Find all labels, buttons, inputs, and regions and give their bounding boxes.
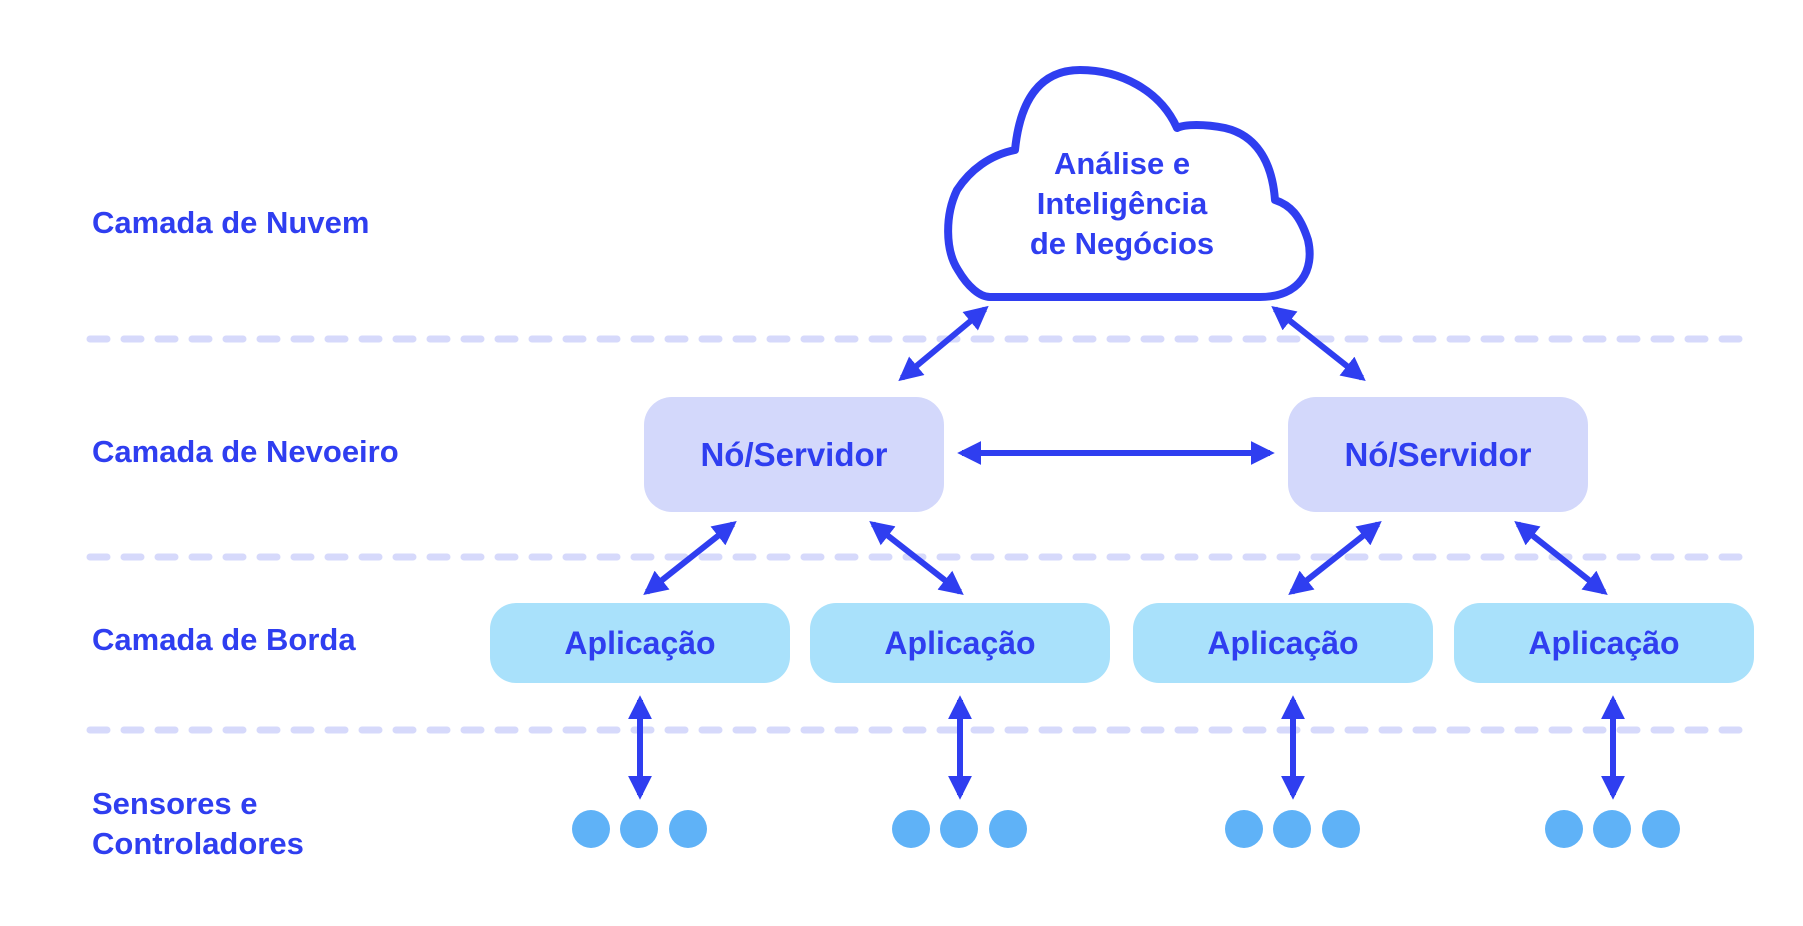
sensor-group [892, 810, 1027, 848]
edge-app-1: Aplicação [490, 603, 790, 683]
sensor-dot [989, 810, 1027, 848]
sensor-dot [1273, 810, 1311, 848]
sensor-group [1225, 810, 1360, 848]
arrow-node2-app4 [1514, 521, 1608, 595]
cloud-label-line-2: Inteligência [1036, 186, 1208, 221]
cloud-label: Análise e Inteligência de Negócios [1002, 144, 1242, 264]
edge-app-4: Aplicação [1454, 603, 1754, 683]
edge-app-2: Aplicação [810, 603, 1110, 683]
layer-label-edge: Camada de Borda [92, 622, 356, 657]
layer-label-fog: Camada de Nevoeiro [92, 434, 399, 469]
cloud-shape [944, 66, 1314, 301]
sensor-dot [1593, 810, 1631, 848]
sensor-dot [572, 810, 610, 848]
sensor-dot [1225, 810, 1263, 848]
sensor-dot [940, 810, 978, 848]
sensor-dot [1545, 810, 1583, 848]
sensor-dot [620, 810, 658, 848]
fog-node-left: Nó/Servidor [644, 397, 944, 512]
edge-app-3: Aplicação [1133, 603, 1433, 683]
arrow-node2-app3 [1288, 521, 1382, 595]
layer-label-sensors-line-2: Controladores [92, 826, 304, 861]
sensor-dot [892, 810, 930, 848]
cloud-label-line-3: de Negócios [1029, 226, 1215, 261]
layer-label-sensors: Sensores e Controladores [92, 784, 304, 864]
sensor-dot [1642, 810, 1680, 848]
arrow-node1-app2 [869, 521, 964, 595]
sensor-group [572, 810, 707, 848]
arrow-node1-app1 [643, 521, 737, 595]
cloud-label-line-1: Análise e [1053, 146, 1191, 181]
layer-label-sensors-line-1: Sensores e [92, 786, 258, 821]
arrow-cloud-node-right [1271, 306, 1366, 381]
sensor-dot [669, 810, 707, 848]
sensor-group [1545, 810, 1680, 848]
sensor-dot [1322, 810, 1360, 848]
layer-label-cloud: Camada de Nuvem [92, 205, 370, 240]
arrow-cloud-node-left [898, 305, 989, 382]
fog-node-right: Nó/Servidor [1288, 397, 1588, 512]
